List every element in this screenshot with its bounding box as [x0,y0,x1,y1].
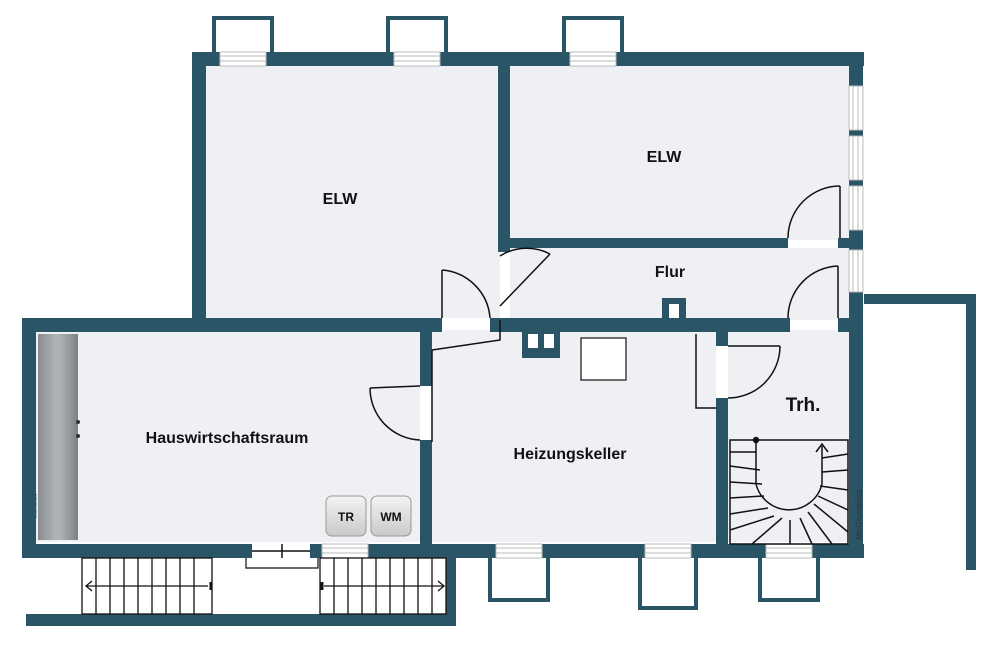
wall-elw-divider [498,66,510,252]
wall-mid-right [490,318,790,332]
wall-elw-flur [510,238,788,248]
credit-mcgrundriss: McGrundriss [854,488,864,540]
door-elw-right [787,185,841,239]
outdoor-ledge [26,614,456,626]
window-top-1 [212,16,274,67]
room-label-flur: Flur [655,264,685,281]
outdoor-stairs-left [81,557,213,615]
window-bottom-3 [758,543,820,602]
dryer-label: TR [338,510,354,524]
wall-mid-left [22,318,442,332]
doors [369,185,841,442]
shafts [522,298,686,381]
door-exterior [245,544,319,569]
window-right-1 [848,85,864,131]
room-label-hauswirtschaftsraum: Hauswirtschaftsraum [146,430,309,447]
door-flur-right [787,265,839,319]
shaft-1b [544,334,554,348]
floor-elw-right [510,64,850,240]
wall-heiz-trh-b [716,398,728,546]
window-top-2 [386,16,448,67]
staircase-trh [729,436,849,545]
dryer-appliance: TR [325,495,367,537]
wall-heiz-trh-a [716,332,728,346]
outdoor-stairs-right [319,557,447,615]
window-top-3 [562,16,624,67]
logo-sub: IMMOBILIEN [33,493,38,518]
windows [212,16,864,610]
window-bottom-2 [638,543,698,610]
terrace-wall-top [864,294,976,304]
terrace-wall-side [966,294,976,570]
wall-mid-end [838,318,862,332]
wall-lower-left [22,318,36,558]
washer-appliance: WM [370,495,412,537]
shaft-flur-in [669,304,679,318]
floor-heizungskeller [432,330,716,542]
window-right-2 [848,135,864,181]
door-elw-left [499,247,551,307]
window-right-4 [848,249,864,293]
outdoor-ledge-post [446,558,456,626]
door-flur-mid [441,269,491,319]
wall-elw-flur-end [838,238,850,248]
window-right-3 [848,185,864,231]
washer-label: WM [380,510,401,524]
shaft-1 [522,330,560,358]
floor-elw-left [204,64,500,318]
shelf-cabinet [38,334,80,540]
wall-bottom-b [310,544,864,558]
wall-top [192,52,864,66]
door-hwr [369,385,421,441]
room-label-heizungskeller: Heizungskeller [514,446,627,463]
door-trh [695,334,781,409]
von-poll-logo: VP VON POLL IMMOBILIEN [20,476,38,540]
room-label-treppenhaus: Trh. [786,395,821,416]
wall-bottom-a [22,544,252,558]
window-bottom-hwr [321,543,369,559]
floors [34,64,850,542]
floor-treppenhaus [728,330,850,542]
wall-hwr-heiz [420,332,432,386]
room-label-elw-left: ELW [323,191,359,208]
wall-upper-left [192,52,206,332]
logo-monogram: VP [20,522,35,540]
window-bottom-1 [488,543,550,602]
wall-trh-right [849,332,863,558]
wall-hwr-heiz-2 [420,440,432,546]
door-heiz-flur [431,320,501,442]
boiler [580,337,627,381]
shaft-1a [528,334,538,348]
room-label-elw-right: ELW [647,149,683,166]
logo-name: VON POLL [22,476,32,520]
